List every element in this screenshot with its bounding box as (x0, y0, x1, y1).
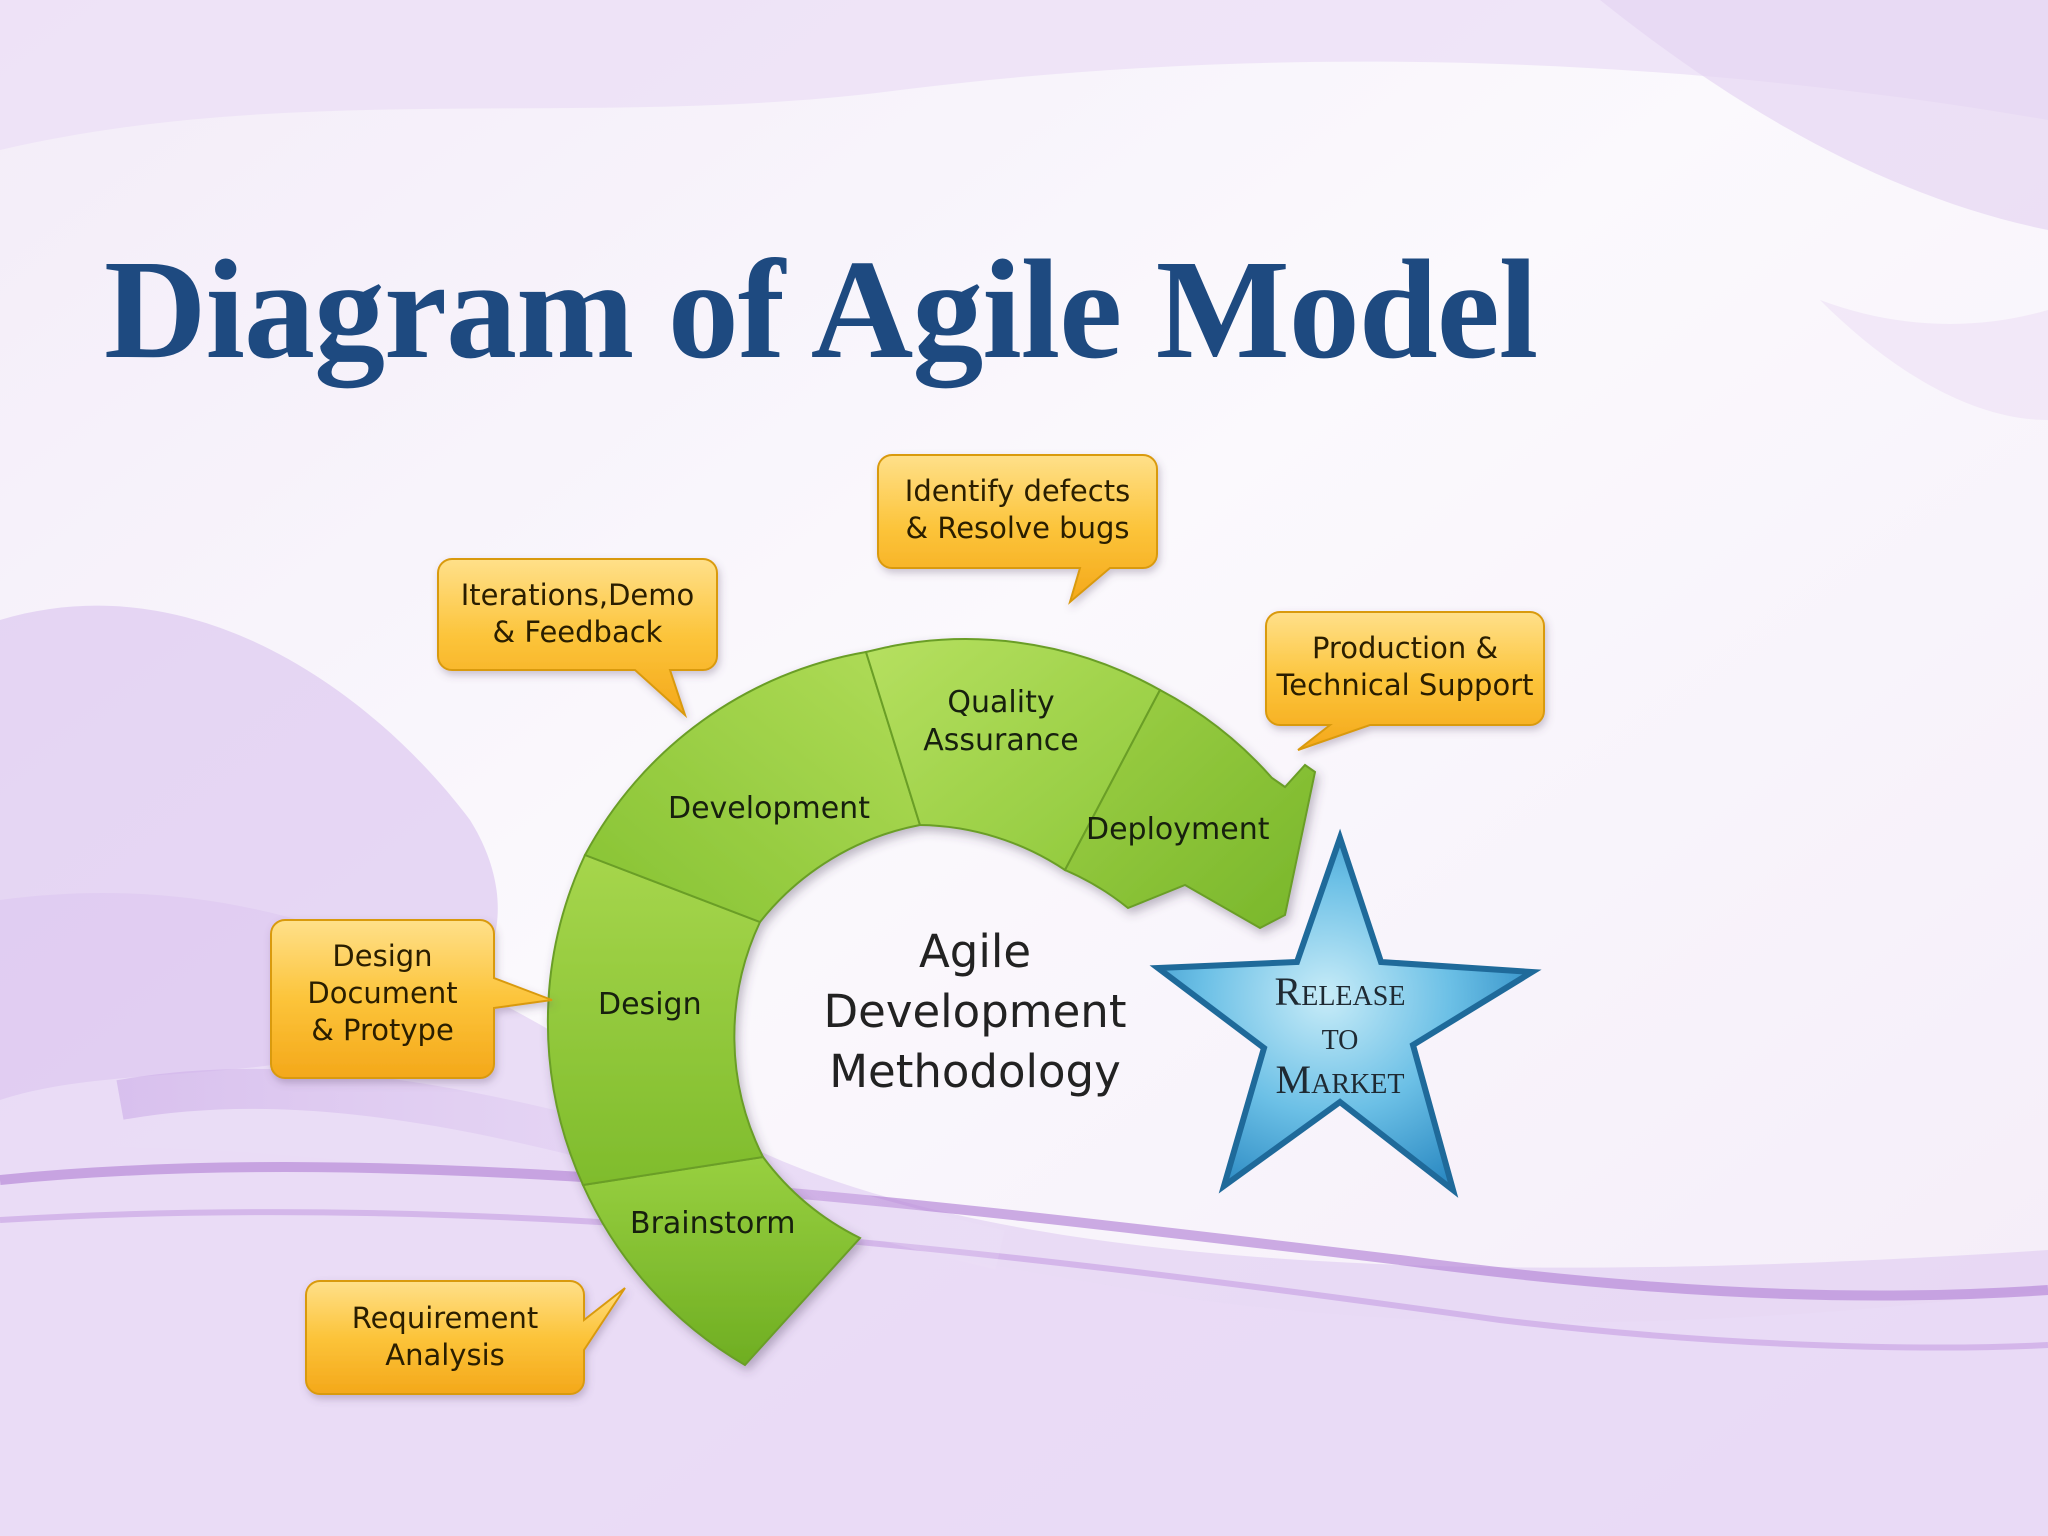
segment-label-quality: Quality (947, 685, 1055, 720)
callout-design-document-bubble (270, 919, 553, 1079)
callout-line: Document (307, 976, 458, 1010)
callout-design-document: Design Document & Protype (271, 938, 494, 1049)
star-line-release: Release (1274, 969, 1406, 1014)
callout-line: Analysis (385, 1338, 505, 1372)
callout-line: & Protype (311, 1013, 454, 1047)
segment-development (583, 650, 922, 924)
callout-identify-defects-bubble (877, 454, 1158, 605)
segment-label-assurance: Assurance (923, 723, 1079, 758)
center-line-agile: Agile (918, 925, 1032, 978)
callout-requirement-analysis-bubble (305, 1280, 626, 1395)
callout-requirement-analysis: Requirement Analysis (306, 1300, 584, 1374)
center-heading: Agile Development Methodology (790, 922, 1160, 1102)
center-line-methodology: Methodology (829, 1045, 1121, 1098)
segment-label-deployment: Deployment (1086, 812, 1270, 847)
callout-line: Technical Support (1276, 668, 1534, 702)
segment-label-quality-assurance: Quality Assurance (906, 684, 1096, 760)
star-label: Release to Market (1230, 970, 1450, 1102)
callout-line: Identify defects (904, 474, 1131, 508)
star-line-to: to (1321, 1013, 1359, 1058)
slide-title: Diagram of Agile Model (104, 230, 1538, 388)
callout-production-support: Production & Technical Support (1266, 630, 1544, 704)
callout-line: Requirement (351, 1301, 539, 1335)
callout-line: Iterations,Demo (460, 578, 695, 612)
segment-label-design: Design (598, 987, 702, 1022)
segment-label-development: Development (668, 791, 870, 826)
callout-iterations-bubble (437, 558, 718, 719)
callout-line: & Resolve bugs (905, 511, 1130, 545)
callout-iterations: Iterations,Demo & Feedback (438, 577, 717, 651)
callout-production-support-bubble (1265, 611, 1545, 751)
callout-line: Production & (1311, 631, 1499, 665)
callout-line: & Feedback (492, 615, 663, 649)
star-line-market: Market (1275, 1057, 1405, 1102)
segment-deployment-arrow (1063, 688, 1317, 930)
callout-line: Design (332, 939, 433, 973)
center-line-development: Development (823, 985, 1127, 1038)
callout-identify-defects: Identify defects & Resolve bugs (878, 473, 1157, 547)
segment-quality-assurance (864, 638, 1162, 872)
segment-brainstorm (581, 1155, 862, 1367)
segment-label-brainstorm: Brainstorm (630, 1206, 796, 1241)
